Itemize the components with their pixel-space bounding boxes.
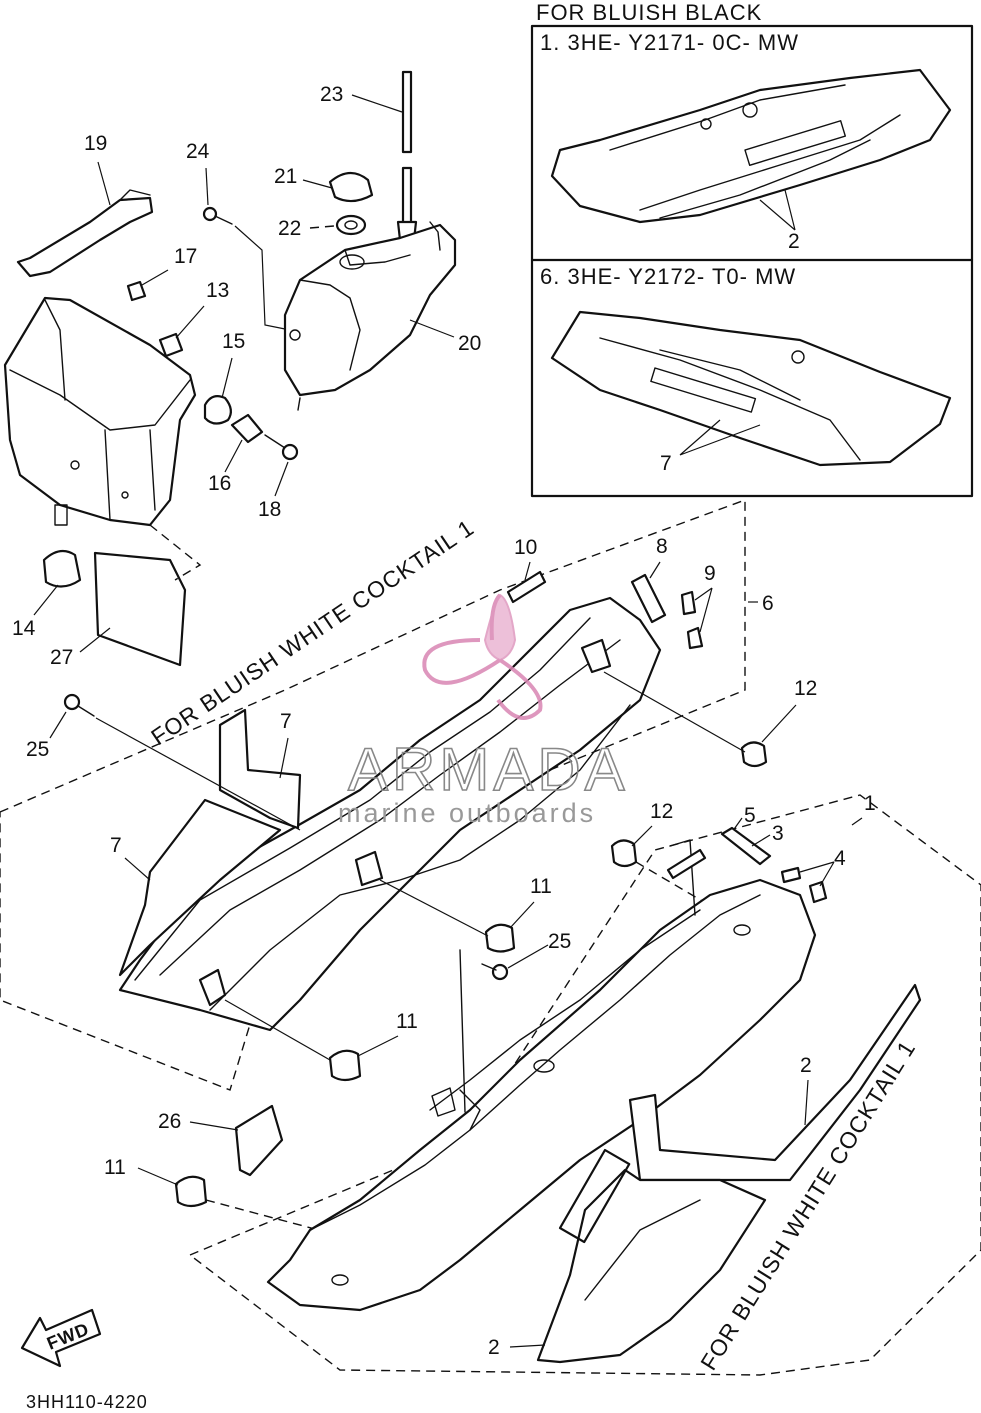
grommet-11-lower <box>328 1049 362 1082</box>
tank-cap-21 <box>328 171 374 203</box>
side-cover-6 <box>118 596 662 1032</box>
callout-4: 4 <box>834 847 846 870</box>
callout-27: 27 <box>50 646 73 669</box>
watermark-tagline: marine outboards <box>338 798 596 828</box>
callout-7-left: 7 <box>110 834 122 857</box>
diagram-code: 3HH110-4220 <box>26 1392 148 1412</box>
grommet-12-upper <box>740 741 768 768</box>
callout-16: 16 <box>208 472 231 495</box>
inset-side-cover-6 <box>550 310 952 467</box>
callout-23: 23 <box>320 83 343 106</box>
callout-3: 3 <box>772 822 784 845</box>
callout-2-upper: 2 <box>800 1054 812 1077</box>
emblem-10 <box>506 570 547 604</box>
callout-20: 20 <box>458 332 481 355</box>
callout-17: 17 <box>174 245 197 268</box>
callout-10: 10 <box>514 536 537 559</box>
emblem-8 <box>630 573 667 624</box>
callout-9: 9 <box>704 562 716 585</box>
callout-12-lower: 12 <box>650 800 673 823</box>
bolt-25-upper <box>63 693 95 717</box>
inset-panel: FOR BLUISH BLACK 1. 3HE- Y2171- 0C- MW 6… <box>530 0 974 498</box>
bolt-24 <box>202 206 233 225</box>
clip-5 <box>666 848 707 880</box>
side-cover-1 <box>266 839 817 1312</box>
callout-7-upper: 7 <box>280 710 292 733</box>
stripe-2-lower <box>536 1148 767 1364</box>
callout-21: 21 <box>274 165 297 188</box>
callout-18: 18 <box>258 498 281 521</box>
outline-assembly-1 <box>188 794 981 1376</box>
grommet-11-bottom <box>174 1175 208 1208</box>
bolt-25-lower <box>481 963 509 981</box>
callout-11-lower: 11 <box>396 1010 418 1033</box>
callout-6: 6 <box>762 592 774 615</box>
battery-strap <box>16 189 154 278</box>
clip-17 <box>126 280 147 302</box>
grommet-15 <box>203 395 232 425</box>
callout-2-inset: 2 <box>788 230 800 253</box>
inset-side-cover-1 <box>550 68 952 231</box>
fwd-arrow: FWD <box>20 1308 102 1368</box>
watermark-brand: ARMADA <box>348 736 629 803</box>
watermark-logo <box>422 593 543 720</box>
callout-1: 1 <box>864 792 876 815</box>
breather-rod-23 <box>396 70 418 242</box>
decal-7-left <box>118 798 282 977</box>
callout-25-upper: 25 <box>26 738 49 761</box>
inset-part-6-label: 6. 3HE- Y2172- T0- MW <box>540 264 796 289</box>
callout-8: 8 <box>656 535 668 558</box>
bracket-13 <box>158 332 184 358</box>
callout-2-lower: 2 <box>488 1336 500 1359</box>
callout-13: 13 <box>206 279 229 302</box>
header-white-cocktail-left: FOR BLUISH WHITE COCKTAIL 1 <box>146 514 479 750</box>
callout-24: 24 <box>186 140 210 163</box>
stripe-2-upper <box>628 983 922 1182</box>
cover-plate-27 <box>93 551 187 667</box>
clips-4 <box>780 866 828 904</box>
callout-19: 19 <box>84 132 107 155</box>
callout-5: 5 <box>744 804 756 827</box>
emblem-3 <box>720 826 772 866</box>
callout-11-mid: 11 <box>530 875 552 898</box>
header-bluish-black: FOR BLUISH BLACK <box>536 0 762 25</box>
callout-14: 14 <box>12 617 36 640</box>
inset-part-1-label: 1. 3HE- Y2171- 0C- MW <box>540 30 799 55</box>
battery-box <box>3 296 197 527</box>
bolt-18 <box>264 434 299 461</box>
callout-26: 26 <box>158 1110 181 1133</box>
damper-14 <box>42 549 82 588</box>
collar-16 <box>230 413 264 444</box>
decal-7-upper <box>218 708 302 830</box>
callout-7-inset: 7 <box>660 452 672 475</box>
callout-22: 22 <box>278 217 301 240</box>
grommet-12-lower <box>610 839 638 868</box>
clips-9 <box>680 590 704 650</box>
cover-26 <box>234 1104 284 1177</box>
callout-11-bottom: 11 <box>104 1156 126 1179</box>
callout-15: 15 <box>222 330 245 353</box>
callout-12-upper: 12 <box>794 677 817 700</box>
callout-25-lower: 25 <box>548 930 571 953</box>
tank-20 <box>283 221 457 411</box>
seal-22 <box>335 214 367 236</box>
grommet-11-mid <box>484 923 516 953</box>
